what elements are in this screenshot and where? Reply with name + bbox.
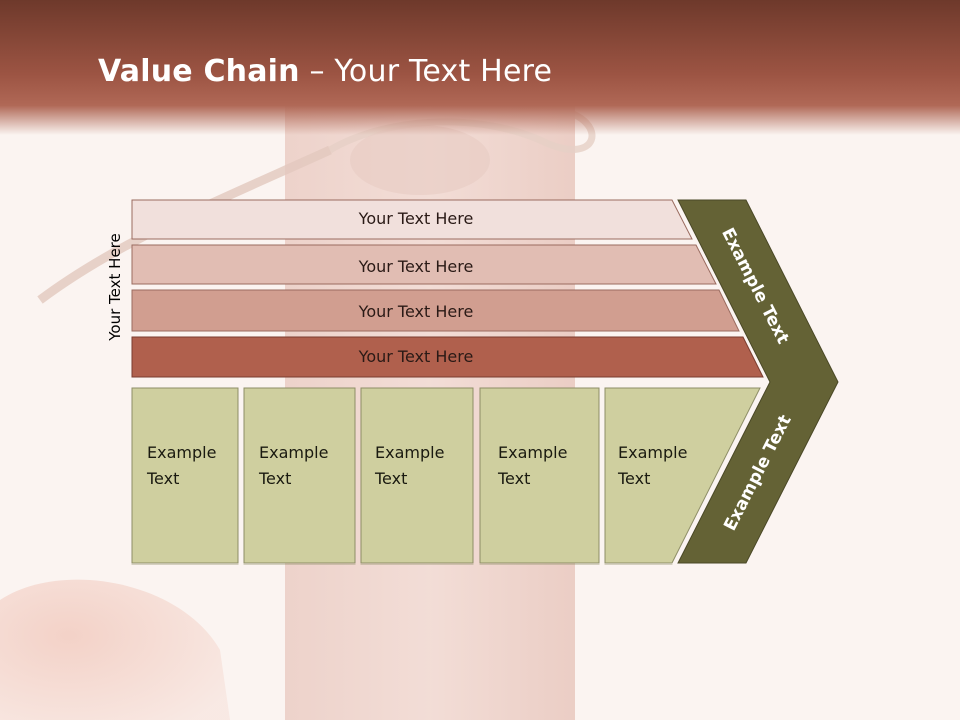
support-bar: Your Text Here [131, 199, 693, 240]
title-bold-text: Value Chain [98, 54, 300, 89]
support-bar-label: Your Text Here [358, 209, 474, 228]
support-bar-label: Your Text Here [358, 257, 474, 276]
primary-activity-label-line2: Text [374, 469, 407, 488]
title-rest-text: – Your Text Here [299, 54, 553, 89]
primary-activity-label-line2: Text [146, 469, 179, 488]
primary-activity: Example Text [479, 387, 600, 564]
chevron-shape [677, 199, 839, 564]
reflection-label: Example [259, 666, 328, 685]
primary-activity-box [479, 387, 600, 564]
primary-activity-box [604, 387, 761, 564]
primary-activity-label-line1: Example [259, 443, 328, 462]
reflection-label: Example [618, 666, 687, 685]
primary-activity-label-line1: Example [375, 443, 444, 462]
support-bar-label: Your Text Here [358, 302, 474, 321]
reflection-label: Example [375, 666, 444, 685]
primary-activity: Example Text [604, 387, 761, 564]
primary-activity-box [131, 387, 239, 564]
reflection-label: Text [374, 640, 407, 659]
primary-activity-box [243, 387, 356, 564]
support-bar: Your Text Here [131, 244, 717, 285]
title-banner [0, 0, 960, 135]
support-bar-shape [131, 289, 740, 332]
support-bar: Your Text Here [131, 336, 764, 378]
reflection-label: Text [497, 640, 530, 659]
primary-activity-label-line2: Text [497, 469, 530, 488]
primary-activity-label-line2: Text [617, 469, 650, 488]
primary-activity-label-line1: Example [147, 443, 216, 462]
support-bar-shape [131, 336, 764, 378]
primary-activity-label-line1: Example [498, 443, 567, 462]
support-bar-shape [131, 199, 693, 240]
support-bar-shape [131, 244, 717, 285]
primary-activity-box [360, 387, 474, 564]
support-bar-label: Your Text Here [358, 347, 474, 366]
margin-chevron: Example Text Example Text [677, 199, 839, 564]
reflection-label: Example [147, 666, 216, 685]
primary-activity: Example Text [243, 387, 356, 564]
reflection-label: Text [258, 640, 291, 659]
support-bar: Your Text Here [131, 289, 740, 332]
primary-activity: Example Text [131, 387, 239, 564]
primary-activity: Example Text [360, 387, 474, 564]
diagram-reflection: Example Text Example Text Example Text E… [131, 564, 825, 720]
slide-title: Value Chain – Your Text Here [98, 54, 552, 89]
primary-activity-label-line1: Example [618, 443, 687, 462]
primary-activity-label-line2: Text [258, 469, 291, 488]
reflection-label: Text [146, 640, 179, 659]
reflection-label: Text [617, 640, 650, 659]
reflection-label: Example [498, 666, 567, 685]
